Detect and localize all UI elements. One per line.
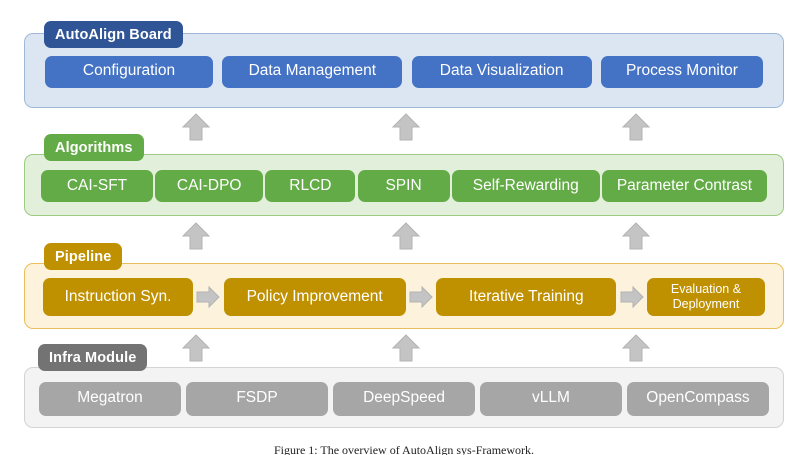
board-item-configuration[interactable]: Configuration xyxy=(45,55,213,88)
algorithm-item-label: CAI-SFT xyxy=(66,176,128,194)
layer-tab-label: Pipeline xyxy=(55,248,112,265)
chevron-right-arrow-icon xyxy=(408,285,434,309)
figure-caption: Figure 1: The overview of AutoAlign sys-… xyxy=(273,443,535,455)
pipeline-stage-label: Evaluation & Deployment xyxy=(670,282,742,311)
algorithm-item-label: Self-Rewarding xyxy=(472,176,579,194)
board-item-label: Data Visualization xyxy=(439,62,564,80)
algorithm-item-self-rewarding[interactable]: Self-Rewarding xyxy=(451,170,600,202)
infra-item-deepspeed[interactable]: DeepSpeed xyxy=(333,381,475,416)
algorithm-item-rlcd[interactable]: RLCD xyxy=(265,170,356,202)
board-item-label: Configuration xyxy=(82,62,176,80)
board-item-label: Data Management xyxy=(248,62,377,80)
up-arrow-icon xyxy=(621,112,651,142)
infra-item-label: DeepSpeed xyxy=(363,389,445,407)
pipeline-stage-label: Policy Improvement xyxy=(246,287,383,305)
layer-infra-module: Megatron FSDP DeepSpeed vLLM OpenCompass xyxy=(24,367,784,428)
layer-tab-autoalign-board[interactable]: AutoAlign Board xyxy=(44,21,183,48)
layer-tab-pipeline[interactable]: Pipeline xyxy=(44,243,123,270)
layer-tab-infra-module[interactable]: Infra Module xyxy=(38,344,148,371)
infra-item-vllm[interactable]: vLLM xyxy=(480,381,622,416)
layer-tab-algorithms[interactable]: Algorithms xyxy=(44,134,144,161)
board-item-label: Process Monitor xyxy=(625,62,738,80)
algorithm-item-parameter-contrast[interactable]: Parameter Contrast xyxy=(601,170,767,202)
pipeline-stage-policy-improvement[interactable]: Policy Improvement xyxy=(223,278,406,316)
layer-autoalign-board: Configuration Data Management Data Visua… xyxy=(24,33,784,108)
pipeline-stage-label: Iterative Training xyxy=(469,287,584,305)
board-item-data-management[interactable]: Data Management xyxy=(222,55,403,88)
algorithm-item-cai-sft[interactable]: CAI-SFT xyxy=(41,170,153,202)
pipeline-stage-evaluation-deployment[interactable]: Evaluation & Deployment xyxy=(646,278,765,316)
infra-item-label: FSDP xyxy=(236,389,278,407)
up-arrow-icon xyxy=(181,112,211,142)
chevron-right-arrow-icon xyxy=(619,285,645,309)
infra-item-label: vLLM xyxy=(532,389,570,407)
layer-tab-label: Algorithms xyxy=(55,139,133,156)
pipeline-stage-iterative-training[interactable]: Iterative Training xyxy=(436,278,617,316)
algorithm-item-label: RLCD xyxy=(289,176,332,194)
chevron-right-arrow-icon xyxy=(195,285,221,309)
layer-algorithms: CAI-SFT CAI-DPO RLCD SPIN Self-Rewarding… xyxy=(24,154,784,216)
algorithm-item-label: SPIN xyxy=(385,176,422,194)
algorithm-item-label: CAI-DPO xyxy=(176,176,242,194)
algorithm-item-cai-dpo[interactable]: CAI-DPO xyxy=(155,170,264,202)
algorithm-item-spin[interactable]: SPIN xyxy=(357,170,450,202)
up-arrow-icon xyxy=(391,333,421,363)
up-arrow-icon xyxy=(391,221,421,251)
infra-item-opencompass[interactable]: OpenCompass xyxy=(627,381,769,416)
infra-item-fsdp[interactable]: FSDP xyxy=(186,381,328,416)
pipeline-stage-label: Instruction Syn. xyxy=(64,287,172,305)
up-arrow-icon xyxy=(621,221,651,251)
infra-item-megatron[interactable]: Megatron xyxy=(39,381,181,416)
algorithm-item-label: Parameter Contrast xyxy=(616,176,753,194)
up-arrow-icon xyxy=(621,333,651,363)
up-arrow-icon xyxy=(181,221,211,251)
board-item-data-visualization[interactable]: Data Visualization xyxy=(411,55,592,88)
up-arrow-icon xyxy=(391,112,421,142)
infra-item-label: Megatron xyxy=(77,389,143,407)
layer-pipeline: Instruction Syn. Policy Improvement Iter… xyxy=(24,263,784,329)
layer-tab-label: AutoAlign Board xyxy=(55,26,172,43)
layer-tab-label: Infra Module xyxy=(49,349,137,366)
board-item-process-monitor[interactable]: Process Monitor xyxy=(600,55,763,88)
pipeline-stage-instruction-syn[interactable]: Instruction Syn. xyxy=(43,278,193,316)
up-arrow-icon xyxy=(181,333,211,363)
infra-item-label: OpenCompass xyxy=(646,389,750,407)
